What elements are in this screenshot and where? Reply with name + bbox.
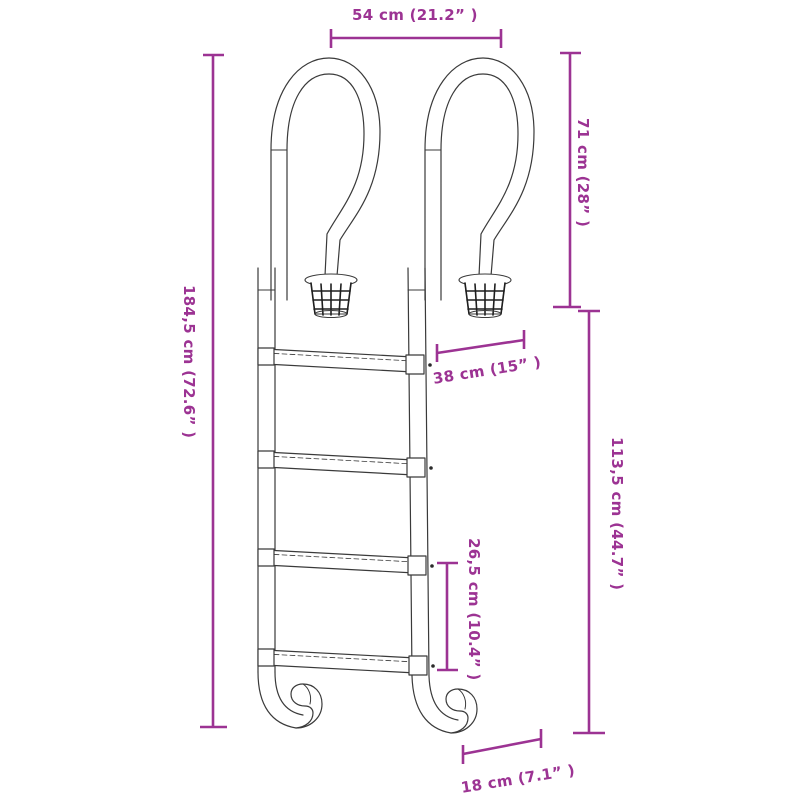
- step-2: [257, 450, 433, 478]
- dimension-line-handrail-height: [553, 51, 581, 309]
- dimension-label-overall-height: 184,5 cm (72.6” ): [180, 285, 198, 439]
- dimension-line-ladder-section-height: [573, 309, 605, 735]
- dimension-label-overall-width: 54 cm (21.2” ): [352, 6, 478, 24]
- step-3: [257, 548, 434, 576]
- dimension-line-step-spacing: [437, 561, 458, 672]
- side-rail-right: [407, 267, 478, 734]
- dimension-line-overall-height: [200, 53, 227, 729]
- handrail-right: [424, 57, 535, 301]
- dimension-lines: [200, 29, 605, 764]
- step-4: [257, 648, 435, 676]
- ladder-body: [257, 57, 535, 734]
- flange-left: [304, 273, 358, 319]
- dimension-label-handrail-height: 71 cm (28” ): [574, 118, 592, 228]
- dimension-label-ladder-section-height: 113,5 cm (44.7” ): [608, 437, 626, 591]
- dimension-line-handrail-spread: [435, 330, 526, 362]
- handrail-left: [270, 57, 381, 301]
- dimension-line-overall-width: [329, 29, 503, 48]
- flange-right: [458, 273, 512, 319]
- step-1: [257, 347, 432, 375]
- dimension-line-foot-depth: [461, 729, 543, 764]
- dimension-label-step-spacing: 26,5 cm (10.4” ): [465, 538, 483, 681]
- side-rail-left: [257, 267, 323, 729]
